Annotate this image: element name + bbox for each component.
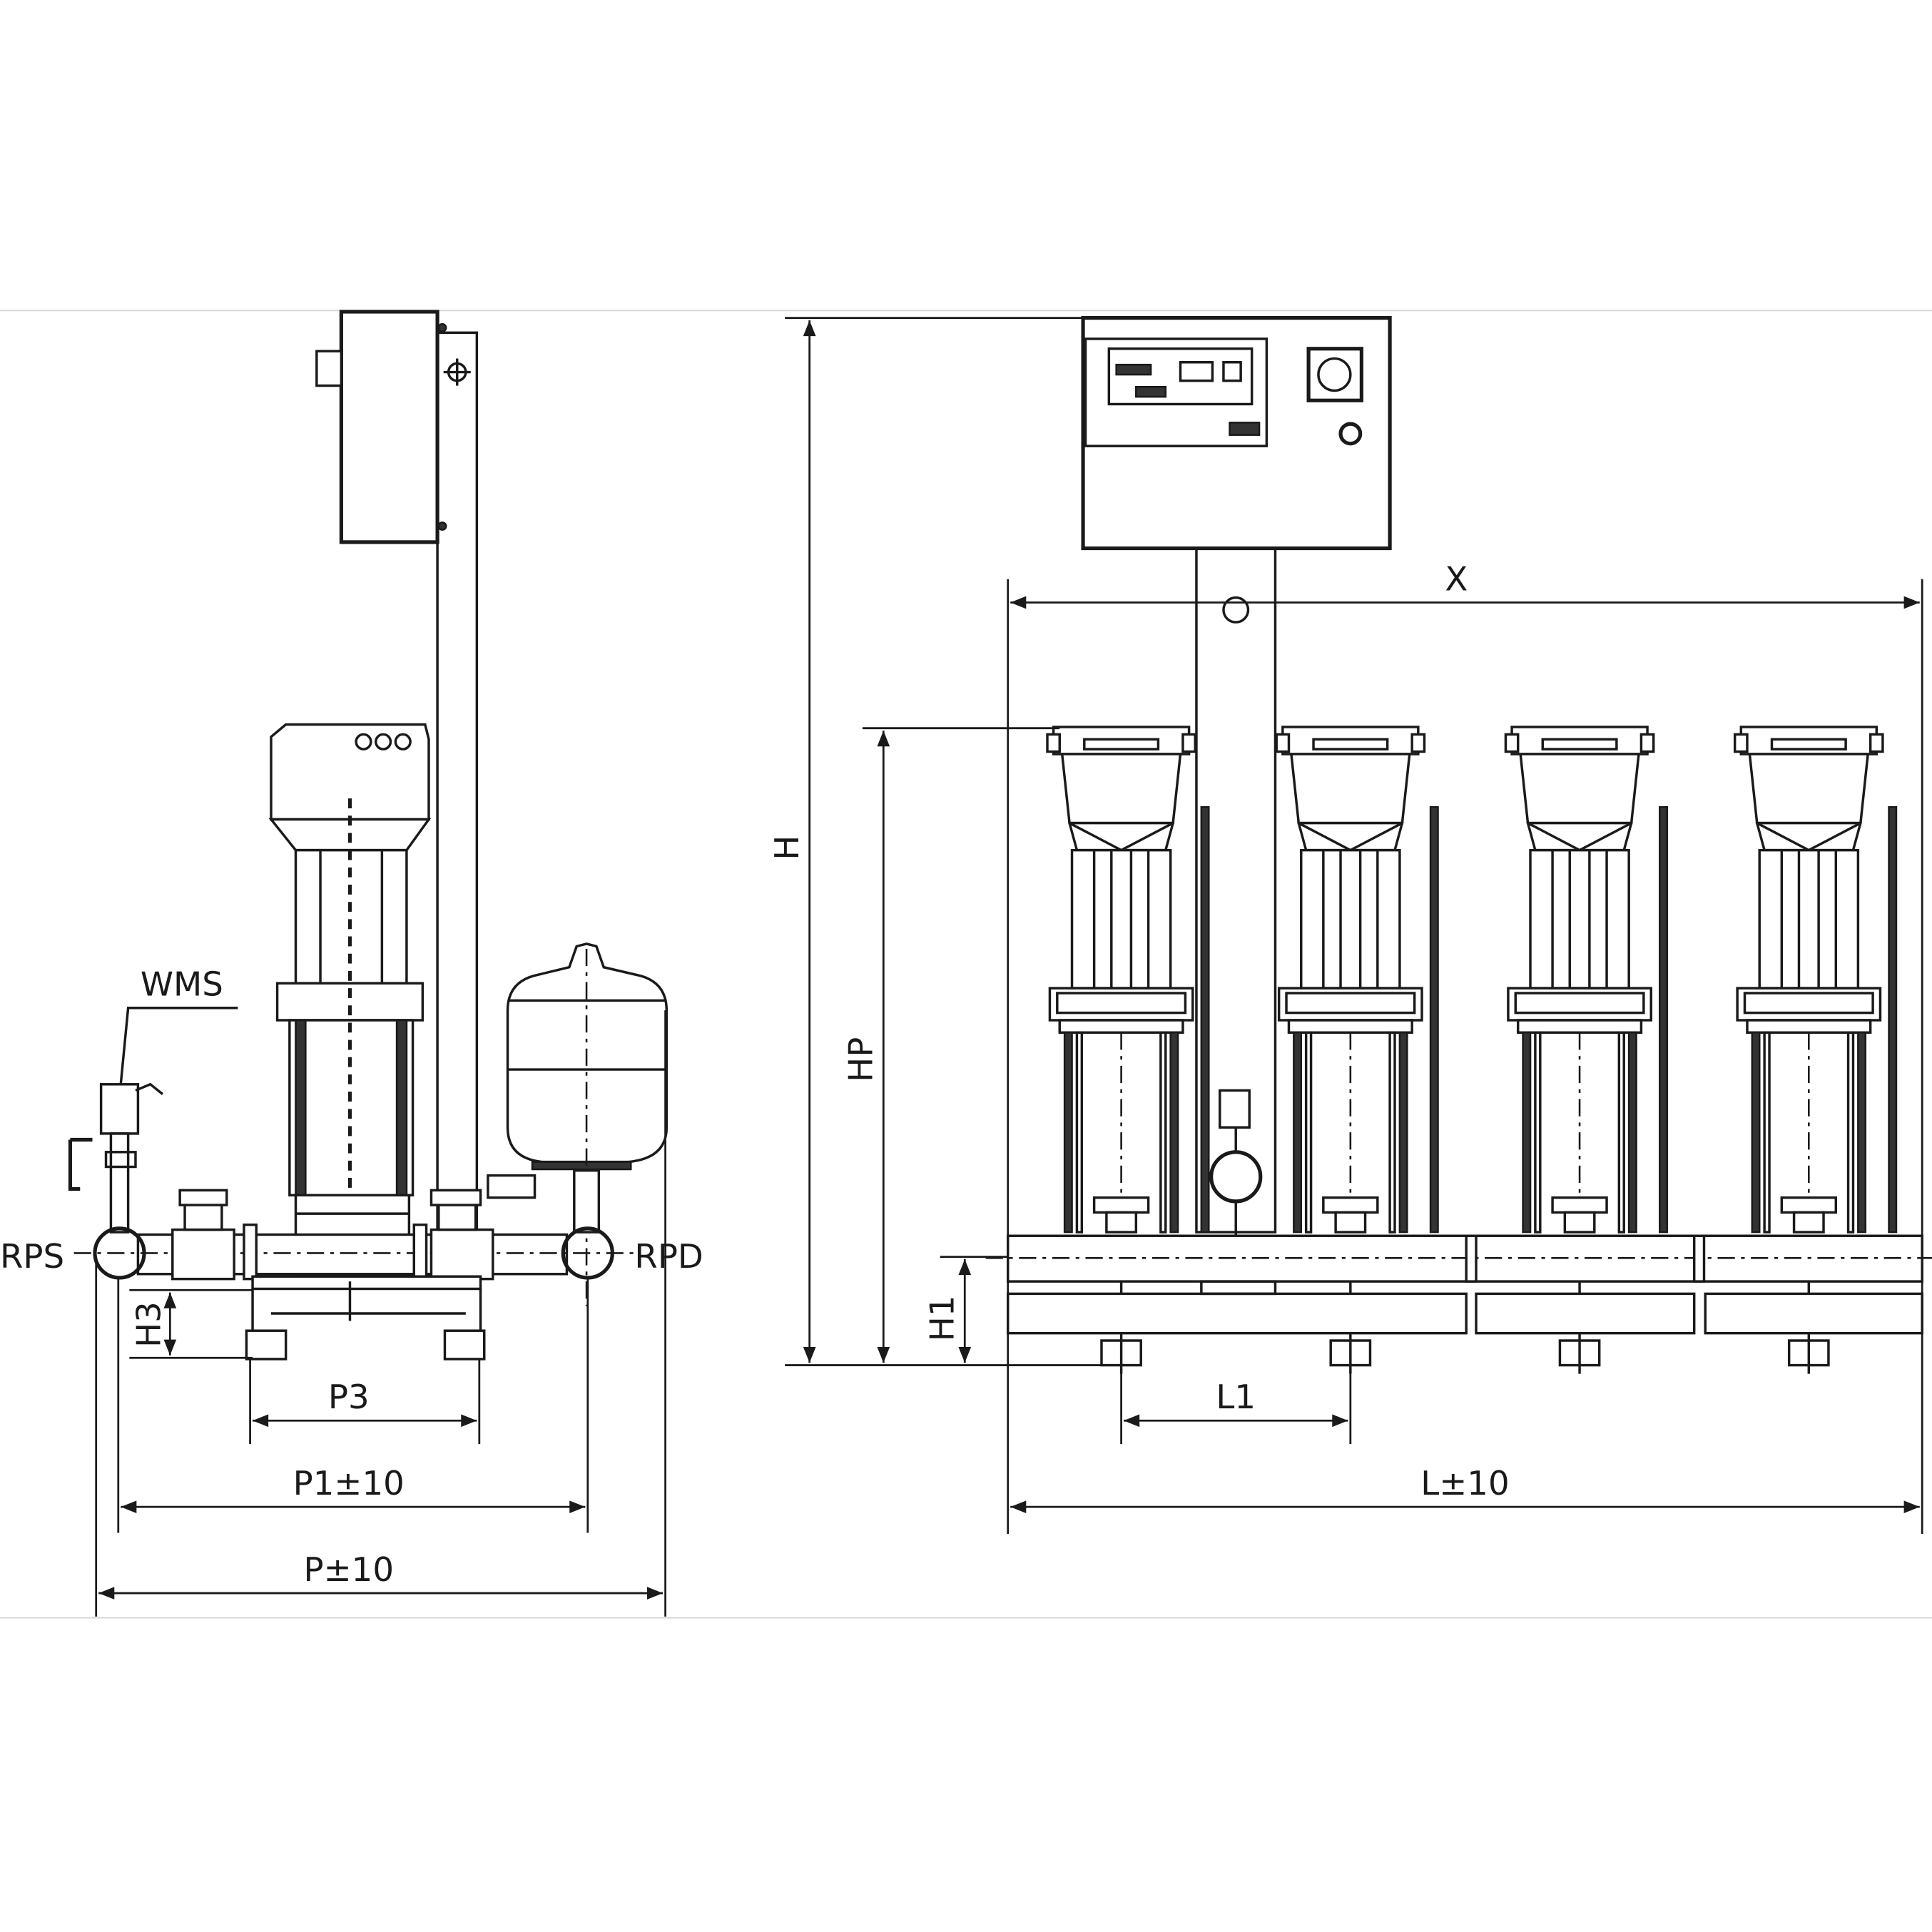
- p1-label: P1±10: [293, 1464, 405, 1503]
- h-label: H: [768, 835, 806, 860]
- h1-label: H1: [923, 1296, 962, 1342]
- front-dimensions: H HP H1 X L1 L±10: [768, 317, 1923, 1535]
- expansion-tank: [506, 942, 668, 1306]
- wms-label: WMS: [141, 965, 223, 1003]
- h3-label: H3: [130, 1301, 168, 1348]
- l-label: L±10: [1420, 1464, 1509, 1503]
- p-label: P±10: [303, 1550, 394, 1589]
- pump-4: [1733, 726, 1898, 1376]
- side-dimensions: H3 P3 P1±10 P±10: [95, 1010, 666, 1617]
- manifold-side: [68, 1082, 641, 1281]
- rpd-label: RPD: [634, 1237, 703, 1276]
- pressure-gauge: [1209, 1089, 1263, 1235]
- base-frame-side: [245, 1275, 486, 1361]
- x-label: X: [1445, 559, 1468, 598]
- side-view: WMS RPS RPD H3 P3 P1±10 P±10: [0, 310, 703, 1617]
- pump-3: [1504, 726, 1668, 1376]
- pump-1: [1046, 726, 1210, 1376]
- pump-side: [268, 723, 432, 1277]
- main-switch-icon: [1306, 347, 1363, 402]
- rps-label: RPS: [0, 1237, 64, 1276]
- hp-label: HP: [842, 1037, 880, 1082]
- manifold-front: [985, 1234, 1932, 1335]
- indicator-lamp-icon: [1338, 422, 1363, 446]
- front-view: H HP H1 X L1 L±10: [768, 315, 1932, 1535]
- p3-label: P3: [328, 1378, 370, 1416]
- l1-label: L1: [1216, 1378, 1256, 1416]
- pump-2: [1275, 726, 1439, 1376]
- wms-leader: [119, 1006, 238, 1084]
- control-panel: [1081, 315, 1392, 551]
